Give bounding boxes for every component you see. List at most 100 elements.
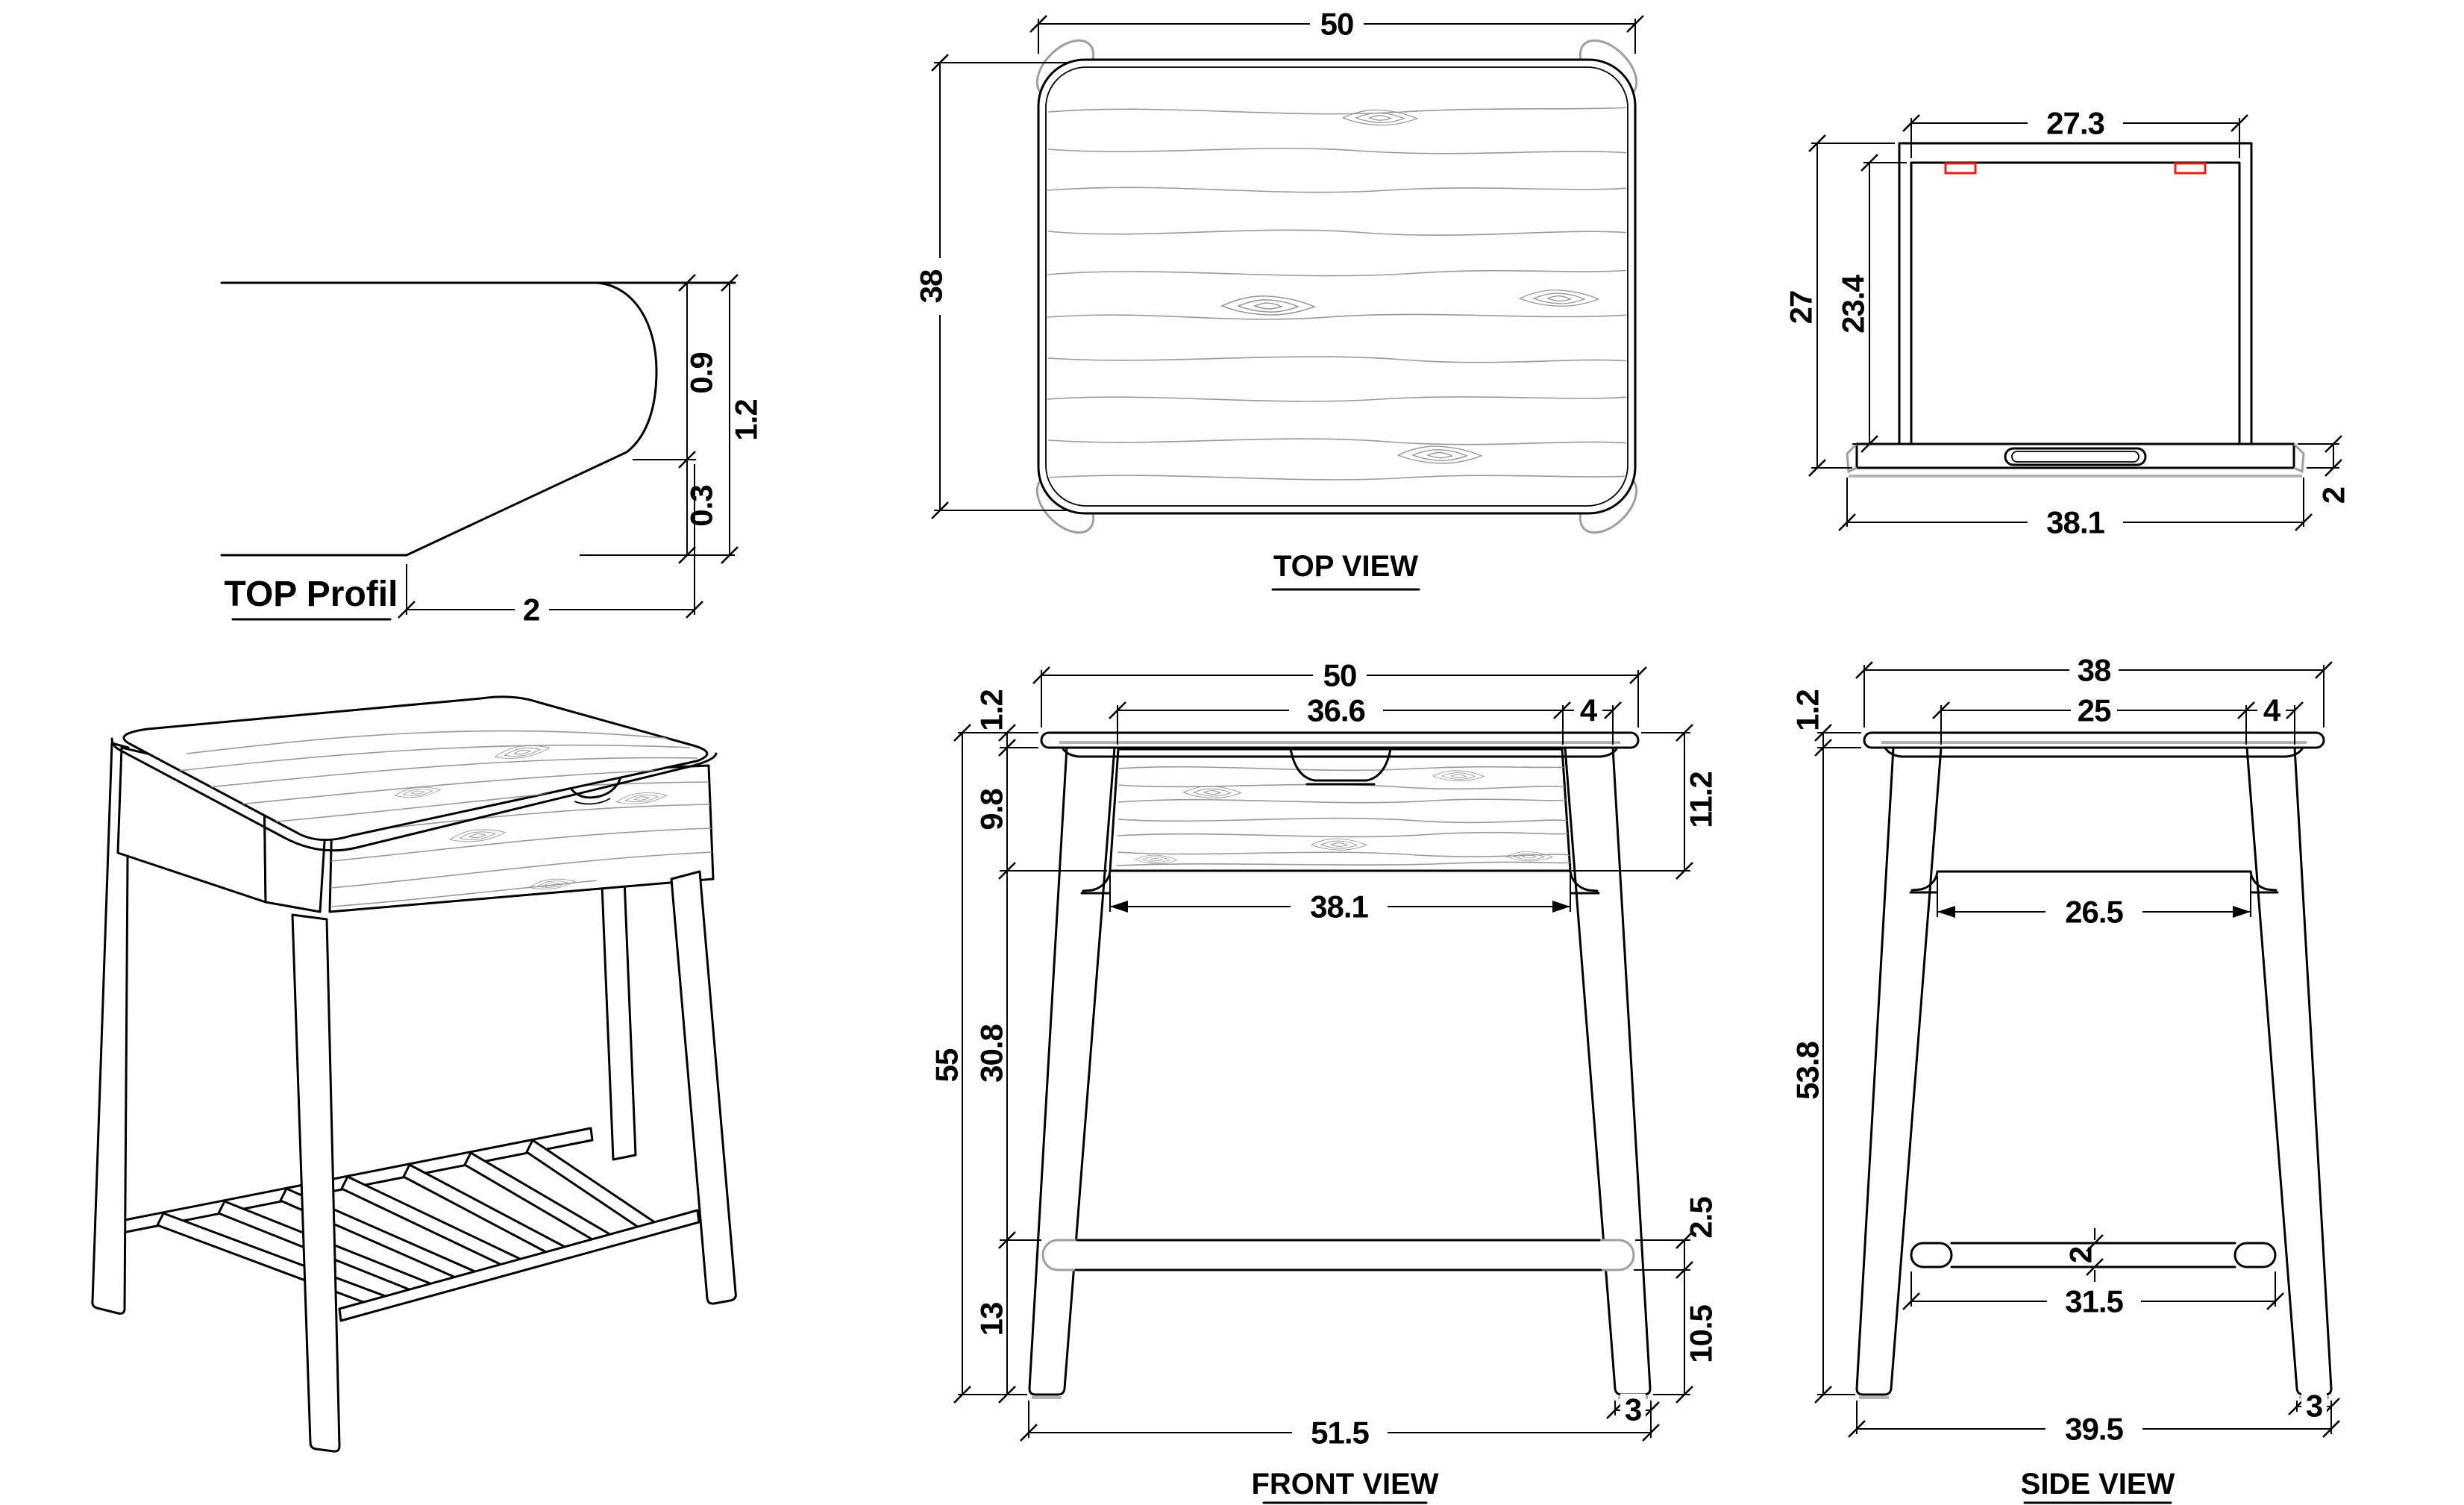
dim-fv-leg-top-width: 4 (1580, 693, 1598, 728)
dim-drawer-opening-height: 23.4 (1836, 274, 1871, 333)
sv-left-leg (1855, 746, 1943, 1396)
text-bg (1292, 1416, 1388, 1449)
text-bg (2069, 654, 2119, 686)
profile-bullnose-chamfer (405, 281, 658, 557)
fv-tabletop (1040, 731, 1640, 749)
dim-fv-drawer-width: 36.6 (1307, 693, 1365, 728)
dim-sv-leg-top-width: 4 (2263, 693, 2281, 728)
dim-fv-drawer-outer-width: 38.1 (1310, 889, 1368, 924)
dim-fv-top-width: 50 (1323, 658, 1357, 693)
dim-topview-width: 50 (1320, 7, 1354, 42)
dim-profile-edge-total: 1.2 (729, 399, 764, 440)
text-bg (1310, 7, 1364, 41)
dim-sv-stretcher-span: 31.5 (2065, 1284, 2123, 1319)
dim-sv-leg-clear-span: 25 (2078, 693, 2111, 728)
view-label-top-view: TOP VIEW (1273, 550, 1418, 583)
fv-left-leg (1028, 746, 1116, 1396)
fv-stretcher-rail (1041, 1239, 1635, 1271)
panel-bevel-right (2292, 442, 2305, 474)
dim-sv-top-thickness: 1.2 (1790, 689, 1825, 730)
dim-fv-stretcher-floor-gap: 10.5 (1684, 1304, 1719, 1362)
sv-stretcher-edges (1950, 1242, 2236, 1268)
dim-sv-stretcher-thickness: 2 (2063, 1247, 2098, 1263)
drawer-frame-inner (1910, 161, 2241, 445)
dim-drawer-total-height: 27 (1784, 291, 1819, 325)
fv-right-leg (1564, 746, 1652, 1396)
fv-runner-flare-right (1569, 869, 1600, 895)
dim-fv-leg-clear-height: 30.8 (974, 1024, 1009, 1082)
dim-fv-stretcher-thickness: 2.5 (1684, 1197, 1719, 1239)
sv-rail-flare-left (1909, 870, 1939, 894)
sv-tabletop-underside (1884, 746, 2304, 758)
sv-tabletop (1863, 731, 2325, 749)
iso-shelf-rail-front (338, 1209, 700, 1322)
view-label-side-view: SIDE VIEW (2021, 1468, 2175, 1501)
front-view: 50 36.6 4 1.2 9.8 30.8 13 55 11.2 2.5 10… (930, 658, 1719, 1504)
text-bg (1289, 694, 1383, 727)
handle-cutout-inner (2011, 451, 2139, 463)
dim-topview-depth: 38 (914, 269, 949, 303)
iso-handle-underline (574, 798, 611, 805)
text-bg (1291, 890, 1388, 923)
tabletop-outline (1037, 58, 1637, 515)
text-bg (2071, 694, 2117, 727)
top-profile-view: 2 0.9 1.2 0.3 TOP Profil (220, 273, 764, 628)
fv-drawer-grain (1116, 766, 1570, 866)
view-label-front-view: FRONT VIEW (1251, 1468, 1438, 1501)
dim-sv-foot-width: 3 (2306, 1389, 2322, 1424)
red-clip-right (2174, 162, 2207, 175)
dim-fv-stretcher-height-left: 13 (974, 1303, 1009, 1336)
dim-fv-drawer-height: 9.8 (974, 789, 1009, 830)
fv-runner-flare-left (1080, 869, 1112, 895)
dim-profile-chamfer-run: 2 (523, 592, 539, 628)
sv-rail-flare-right (2249, 870, 2279, 894)
iso-front-left-leg (291, 913, 341, 1453)
iso-front-right-leg (670, 870, 737, 1305)
dim-sv-rail-depth: 26.5 (2065, 895, 2123, 930)
text-bg (2028, 107, 2123, 140)
dim-sv-top-depth: 38 (2078, 653, 2111, 688)
top-view: 50 38 TOP VIEW (913, 7, 1645, 591)
extension-line (1041, 670, 1639, 728)
red-clip-left (1944, 162, 1977, 175)
dim-drawer-panel-width: 38.1 (2046, 505, 2104, 540)
handle-cutout (2004, 447, 2147, 466)
panel-bevel-left (1846, 442, 1858, 474)
dim-drawer-panel-thickness: 2 (2316, 487, 2351, 504)
extension-line (958, 732, 1107, 1395)
text-bg (1574, 694, 1602, 727)
tabletop-inner-edge (1045, 66, 1628, 507)
dim-fv-foot-width: 3 (1625, 1392, 1641, 1427)
text-bg (1313, 659, 1367, 692)
extension-line (1863, 665, 2325, 728)
text-bg (2047, 1285, 2141, 1318)
dim-fv-total-height: 55 (930, 1048, 965, 1082)
sv-right-leg (2245, 746, 2333, 1396)
text-bg (2046, 895, 2142, 928)
dim-fv-apron-height: 11.2 (1684, 772, 1719, 827)
text-bg (2257, 694, 2286, 727)
extension-line (1572, 732, 1690, 1395)
text-bg (1620, 1394, 1646, 1425)
fv-tabletop-underside (1061, 746, 1619, 758)
dim-sv-feet-span: 39.5 (2065, 1412, 2123, 1447)
text-bg (2046, 1412, 2142, 1445)
dim-drawer-opening-width: 27.3 (2046, 106, 2104, 141)
iso-back-right-leg (600, 860, 637, 1161)
iso-top-rim (110, 737, 718, 852)
dim-sv-height-under-top: 53.8 (1790, 1041, 1825, 1099)
dim-profile-edge-top: 0.9 (684, 352, 719, 393)
text-bg (913, 258, 950, 315)
wood-grain (1047, 107, 1626, 481)
text-bg (515, 591, 549, 627)
side-view: 38 25 4 1.2 53.8 26.5 2 31.5 39.5 3 SIDE… (1790, 653, 2341, 1504)
extension-line (1937, 876, 2251, 917)
text-bg (2028, 506, 2123, 539)
extension-line (1109, 874, 1571, 912)
sv-stretcher-cap-right (2233, 1242, 2277, 1268)
dim-fv-feet-span: 51.5 (1311, 1415, 1369, 1451)
text-bg (2301, 1390, 2327, 1421)
dim-profile-edge-bottom: 0.3 (684, 485, 719, 526)
